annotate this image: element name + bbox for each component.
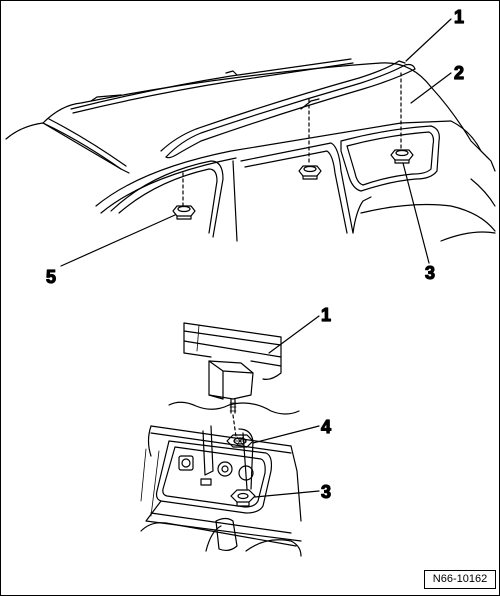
callout-3-top: 3	[425, 263, 435, 283]
roof-rail-nuts	[172, 72, 414, 220]
roof-rail	[70, 58, 416, 159]
callout-4-detail: 4	[321, 417, 331, 437]
callout-2-top: 2	[454, 63, 464, 83]
detail-nut-3	[230, 489, 256, 507]
figure-reference-code: N66-10162	[424, 570, 496, 589]
detail-leader-lines	[252, 315, 320, 498]
detail-roof-rail-section	[183, 322, 282, 380]
callout-3-detail: 3	[321, 482, 331, 502]
detail-bolt	[229, 398, 237, 438]
detail-nut-4	[226, 434, 254, 448]
door-openings	[110, 125, 440, 242]
roof-outline	[5, 62, 496, 242]
callout-5-top: 5	[46, 267, 56, 287]
detail-mounting-block	[208, 360, 254, 400]
detail-roof-panel	[140, 401, 302, 557]
callout-1-top: 1	[454, 7, 464, 27]
top-leader-lines	[60, 18, 452, 267]
callout-1-detail: 1	[321, 305, 331, 325]
